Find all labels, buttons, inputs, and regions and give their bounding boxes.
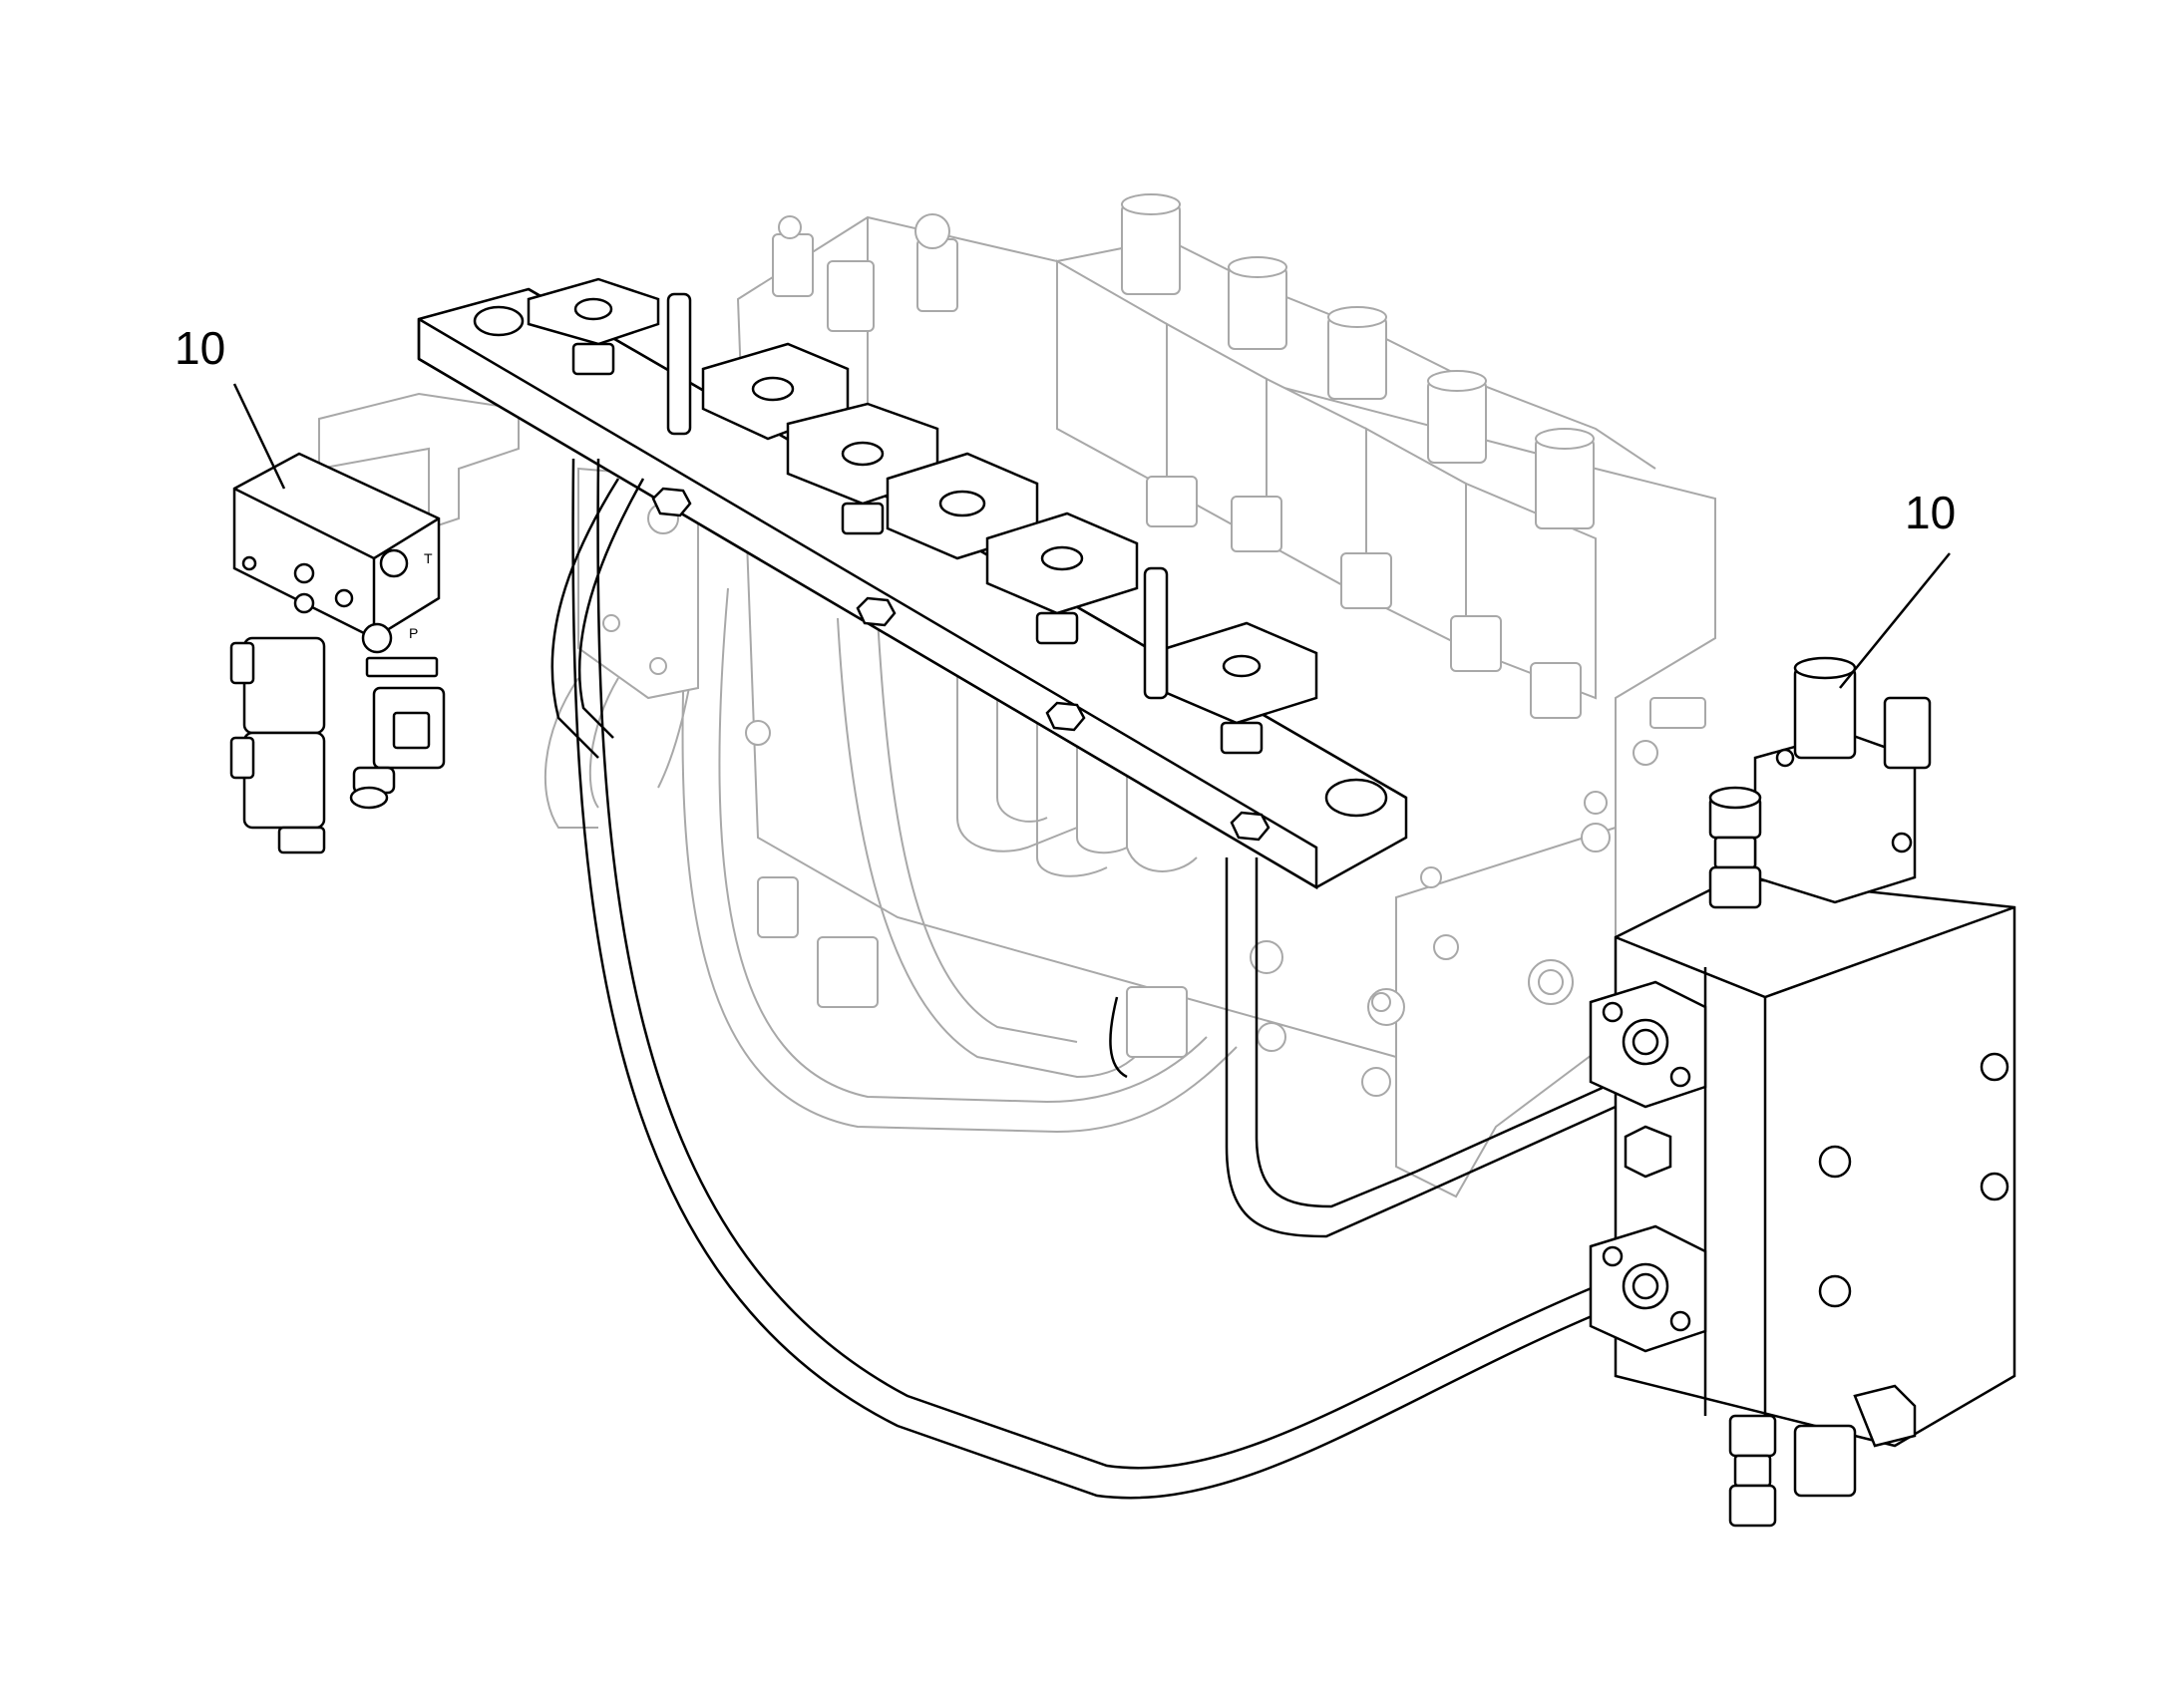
internal-hoses (544, 577, 1238, 1134)
side-ports (745, 697, 1706, 1097)
flange-blocks (527, 277, 1318, 725)
right-valve-block (1589, 656, 2016, 1528)
manifold-bar (417, 277, 1408, 890)
callout-left: 10 (175, 322, 286, 490)
callout-left-label: 10 (175, 322, 225, 374)
port-t-label: T (424, 550, 433, 566)
left-solenoid-valve: T P (229, 452, 446, 854)
port-p-label: P (409, 625, 418, 641)
callout-right-label: 10 (1905, 487, 1956, 538)
relief-valve-caps (772, 213, 1582, 719)
callout-right: 10 (1839, 487, 1956, 689)
hydraulic-lines (550, 458, 1617, 1500)
